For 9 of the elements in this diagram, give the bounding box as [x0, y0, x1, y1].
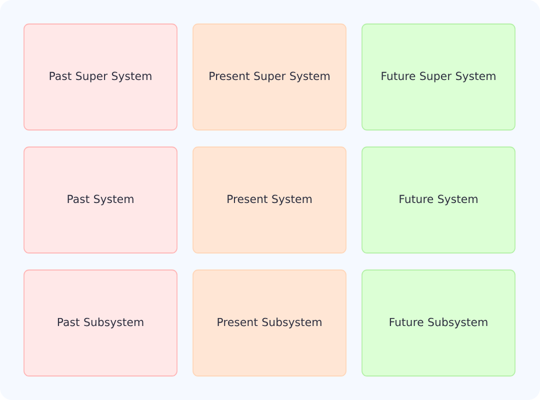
text-box: Past Subsystem: [24, 270, 178, 376]
text-box: Present System: [192, 146, 346, 254]
text-box: Present Subsystem: [192, 270, 346, 376]
text-box: Past System: [24, 146, 178, 254]
text-box: Future System: [362, 146, 516, 254]
text-box: Past Super System: [24, 24, 178, 130]
text-box: Present Super System: [192, 24, 346, 130]
text-box: Future Super System: [362, 24, 516, 130]
text-box: Future Subsystem: [362, 270, 516, 376]
